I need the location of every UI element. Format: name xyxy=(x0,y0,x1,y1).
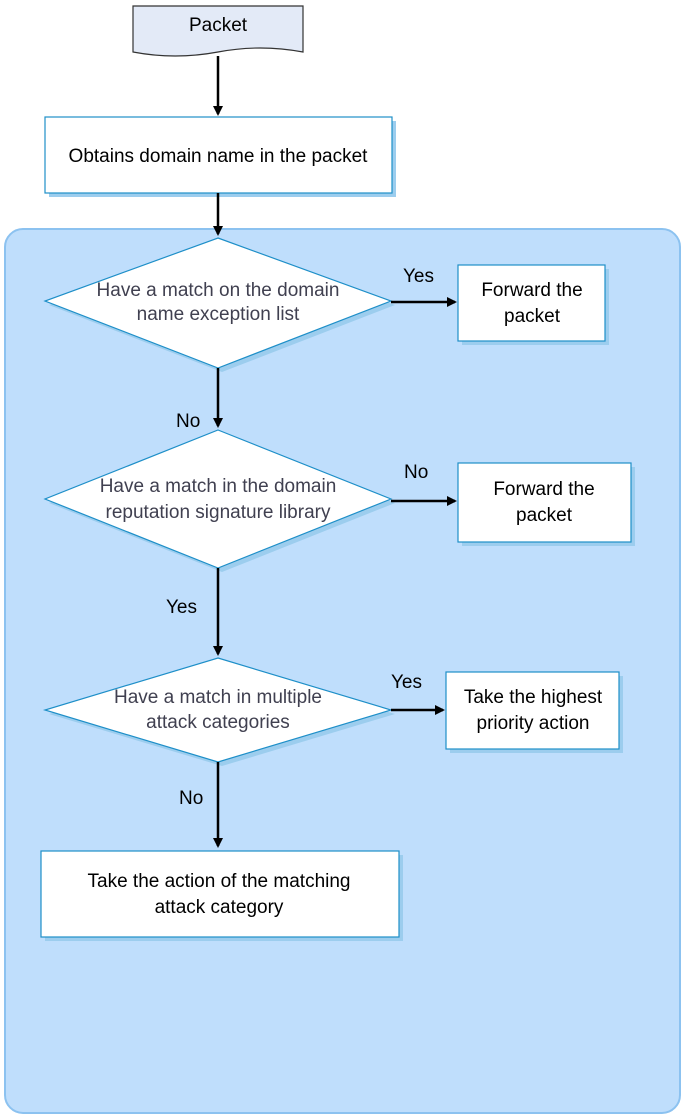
exception-list-line-2: name exception list xyxy=(137,304,300,325)
forward-packet-2-line-1: Forward the xyxy=(493,479,594,500)
forward-packet-node-1: Forward the packet xyxy=(457,264,609,345)
multiple-categories-decision: Have a match in multiple attack categori… xyxy=(42,657,395,766)
packet-label: Packet xyxy=(189,15,248,36)
matching-category-line-2: attack category xyxy=(155,897,284,918)
exception-list-decision: Have a match on the domain name exceptio… xyxy=(43,237,395,372)
forward-packet-node-2: Forward the packet xyxy=(457,462,635,546)
multiple-no-label: No xyxy=(179,788,203,809)
highest-priority-line-1: Take the highest xyxy=(464,687,603,708)
reputation-library-line-1: Have a match in the domain xyxy=(100,476,337,497)
matching-category-node: Take the action of the matching attack c… xyxy=(40,850,403,941)
forward-packet-2-line-2: packet xyxy=(516,505,573,526)
multiple-yes-label: Yes xyxy=(391,672,422,693)
exception-yes-label: Yes xyxy=(403,266,434,287)
forward-packet-1-line-1: Forward the xyxy=(481,280,582,301)
highest-priority-node: Take the highest priority action xyxy=(445,671,623,753)
reputation-yes-label: Yes xyxy=(166,597,197,618)
obtain-domain-label: Obtains domain name in the packet xyxy=(69,146,369,167)
multiple-categories-line-2: attack categories xyxy=(146,712,290,733)
forward-packet-1-line-2: packet xyxy=(504,306,561,327)
packet-node: Packet xyxy=(132,5,304,57)
reputation-no-label: No xyxy=(404,462,428,483)
exception-no-label: No xyxy=(176,411,200,432)
matching-category-line-1: Take the action of the matching xyxy=(88,871,351,892)
obtain-domain-node: Obtains domain name in the packet xyxy=(44,116,396,197)
highest-priority-line-2: priority action xyxy=(477,713,590,734)
exception-list-line-1: Have a match on the domain xyxy=(97,280,340,301)
multiple-categories-line-1: Have a match in multiple xyxy=(114,687,322,708)
process-container xyxy=(4,228,681,1114)
reputation-library-line-2: reputation signature library xyxy=(106,502,331,523)
